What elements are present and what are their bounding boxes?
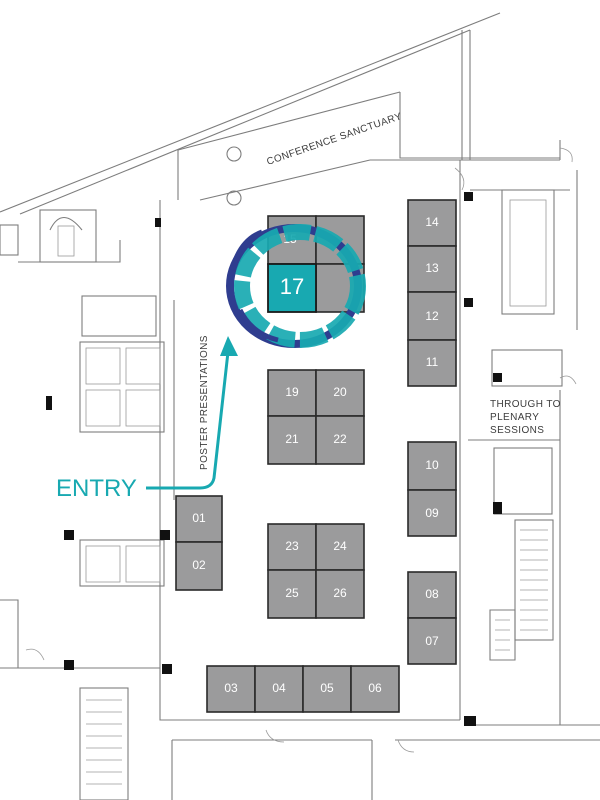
right-room-inner: [509, 199, 547, 307]
booth-17-highlight-ring: [226, 224, 366, 348]
booth-22[interactable]: 22: [315, 415, 365, 465]
pillar: [64, 660, 74, 670]
booth-12[interactable]: 12: [407, 291, 457, 341]
left-staircase: [79, 687, 129, 800]
booth-label: 13: [425, 261, 439, 275]
left-bottom-room: [0, 599, 19, 668]
booth-10[interactable]: 10: [407, 441, 457, 491]
left-lower-room: [79, 539, 165, 587]
booth-06[interactable]: 06: [350, 665, 400, 713]
right-staircase: [489, 519, 554, 661]
booth-20[interactable]: 20: [315, 369, 365, 417]
booth-02[interactable]: 02: [175, 541, 223, 591]
pillar: [155, 218, 161, 227]
booth-13[interactable]: 13: [407, 245, 457, 293]
booth-08[interactable]: 08: [407, 571, 457, 619]
sanctuary-wall-upper: [177, 91, 401, 151]
booth-label: 02: [192, 558, 206, 572]
booth-label: 03: [224, 681, 238, 695]
pillar: [464, 716, 476, 726]
booth-01[interactable]: 01: [175, 495, 223, 543]
door-arc: [559, 375, 577, 385]
left-stair-stub: [0, 224, 19, 256]
pillar: [493, 502, 502, 514]
booth-label: 17: [280, 274, 304, 299]
booth-label: 22: [333, 432, 347, 446]
door-arc: [25, 648, 45, 661]
booth-23[interactable]: 23: [267, 523, 317, 571]
left-arch: [49, 216, 83, 231]
entry-label: ENTRY: [56, 475, 137, 502]
booth-label: 20: [333, 385, 347, 399]
booth-label: 23: [285, 539, 299, 553]
pillars: [46, 192, 502, 726]
booth-label: 24: [333, 539, 347, 553]
booth-19[interactable]: 19: [267, 369, 317, 417]
conference-sanctuary-label: CONFERENCE SANCTUARY: [265, 111, 403, 168]
booth-label: 10: [425, 458, 439, 472]
inner-diagonal-wall: [19, 29, 471, 215]
booth-label: 04: [272, 681, 286, 695]
door-arc: [397, 739, 415, 753]
entry-arrow: [146, 336, 238, 490]
left-room-wall: [18, 240, 121, 263]
left-mid-room: [81, 295, 157, 337]
outer-diagonal-wall: [0, 12, 501, 213]
booth-label: 19: [285, 385, 299, 399]
pillar: [464, 192, 473, 201]
pillar: [64, 530, 74, 540]
poster-presentations-label: POSTER PRESENTATIONS: [199, 335, 210, 470]
pillar: [160, 530, 170, 540]
booth-label: 21: [285, 432, 299, 446]
plenary-label-line3: SESSIONS: [490, 425, 544, 436]
booth-17[interactable]: 17: [267, 263, 317, 313]
booth-21[interactable]: 21: [267, 415, 317, 465]
booth-label: 26: [333, 586, 347, 600]
booth-05[interactable]: 05: [302, 665, 352, 713]
booth-label: 11: [426, 355, 439, 369]
pillar: [464, 298, 473, 307]
booth-label: 25: [285, 586, 299, 600]
arrow-head-icon: [220, 336, 238, 356]
booth-label: 09: [425, 506, 439, 520]
booth-24[interactable]: 24: [315, 523, 365, 571]
booth-07[interactable]: 07: [407, 617, 457, 665]
sanctuary-wall-lower: [199, 159, 371, 201]
booth-label: 08: [425, 587, 439, 601]
sanctuary-wall-right: [399, 92, 560, 159]
booth-03[interactable]: 03: [206, 665, 256, 713]
booth-label: 12: [425, 309, 439, 323]
pillar: [162, 664, 172, 674]
right-room: [501, 189, 555, 315]
door-arc: [265, 729, 285, 743]
right-mid-room: [493, 447, 553, 515]
plenary-label-line2: PLENARY: [490, 412, 539, 423]
booth-label: 01: [192, 511, 206, 525]
booth-label: 07: [425, 634, 439, 648]
booth-14[interactable]: 14: [407, 199, 457, 247]
booth-label: 05: [320, 681, 334, 695]
booth-label: 06: [368, 681, 382, 695]
door-arc: [559, 147, 573, 163]
round-column: [226, 190, 242, 206]
building-walls: [0, 12, 600, 800]
booth-26[interactable]: 26: [315, 569, 365, 619]
round-column: [226, 146, 242, 162]
booth-04[interactable]: 04: [254, 665, 304, 713]
booth-11[interactable]: 11: [407, 339, 457, 387]
pillar: [493, 373, 502, 382]
plenary-label-line1: THROUGH TO: [490, 399, 561, 410]
booth-label: 14: [425, 215, 439, 229]
booth-09[interactable]: 09: [407, 489, 457, 537]
pillar: [46, 396, 52, 410]
left-grid-room: [79, 341, 165, 433]
right-small-room: [491, 349, 563, 387]
booth-25[interactable]: 25: [267, 569, 317, 619]
door-arc: [454, 167, 465, 191]
